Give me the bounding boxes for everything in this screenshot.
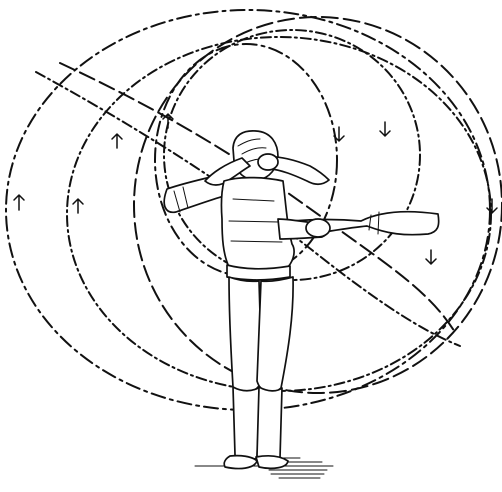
right-leg: [257, 277, 293, 393]
right-foot: [256, 456, 288, 469]
right-hand: [306, 219, 330, 237]
arrow-down-right-inner: [380, 122, 390, 136]
arrow-up-left-outer: [14, 195, 24, 210]
arrow-up-left-mid: [73, 199, 83, 213]
arrow-down-right-outer: [487, 199, 497, 213]
right-lower-leg: [257, 387, 282, 461]
athlete-figure: [164, 131, 438, 469]
left-lower-leg: [233, 387, 260, 460]
arrow-down-right-mid: [426, 250, 436, 264]
left-foot: [224, 456, 257, 469]
left-hand-behind-head: [258, 154, 278, 170]
arrow-up-left-inner: [112, 134, 122, 148]
